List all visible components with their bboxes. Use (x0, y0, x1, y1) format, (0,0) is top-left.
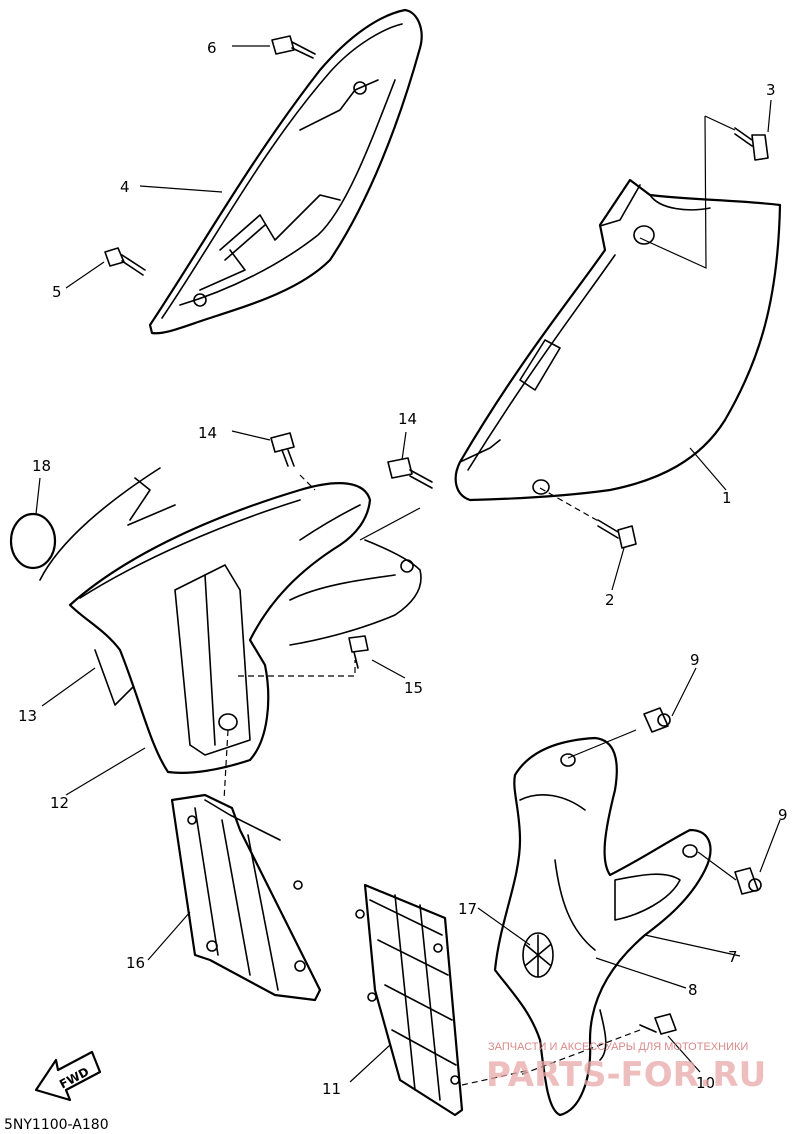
bolt-6 (271, 35, 316, 59)
callout-5: 5 (52, 283, 62, 301)
part-1-side-cover (454, 178, 782, 502)
callout-18: 18 (32, 457, 51, 475)
leader-lines (35, 45, 781, 1086)
part-18-emblem (9, 512, 57, 570)
bolt-14-left (270, 432, 295, 467)
bolt-3 (734, 127, 769, 161)
callout-10: 10 (696, 1074, 715, 1092)
part-13-graphic (39, 467, 176, 706)
part-7-radiator-shroud (493, 736, 712, 1117)
callout-9-top: 9 (690, 651, 700, 669)
callout-9-right: 9 (778, 806, 788, 824)
bolt-2 (597, 519, 637, 549)
watermark-site: PARTS-FOR.RU (486, 1055, 766, 1095)
callout-labels: 1 2 3 4 5 6 7 8 9 9 10 11 12 13 14 14 15… (18, 39, 788, 1098)
callout-17: 17 (458, 900, 477, 918)
callout-4: 4 (120, 178, 130, 196)
callout-8: 8 (688, 981, 698, 999)
callout-2: 2 (605, 591, 615, 609)
bolt-15 (348, 635, 369, 669)
callout-13: 13 (18, 707, 37, 725)
callout-3: 3 (766, 81, 776, 99)
callout-11: 11 (322, 1080, 341, 1098)
bolt-14-right (387, 457, 433, 489)
bolt-10 (639, 1013, 677, 1035)
part-4-side-cover (148, 8, 423, 335)
callout-1: 1 (722, 489, 732, 507)
fwd-arrow: FWD (34, 1050, 102, 1102)
callout-15: 15 (404, 679, 423, 697)
diagram-code: 5NY1100-A180 (4, 1117, 109, 1133)
callout-14-right: 14 (398, 410, 417, 428)
bolt-5 (104, 247, 146, 276)
part-12-radiator-shroud (68, 482, 422, 774)
callout-12: 12 (50, 794, 69, 812)
bolt-9-top (643, 707, 671, 733)
callout-14-left: 14 (198, 424, 217, 442)
callout-7: 7 (728, 948, 738, 966)
callout-6: 6 (207, 39, 217, 57)
watermark: ЗАПЧАСТИ И АКСЕССУАРЫ ДЛЯ МОТОТЕХНИКИ PA… (486, 1041, 766, 1095)
part-16-radiator-guard (170, 793, 322, 1002)
part-17-emblem (522, 932, 554, 978)
callout-16: 16 (126, 954, 145, 972)
watermark-tagline: ЗАПЧАСТИ И АКСЕССУАРЫ ДЛЯ МОТОТЕХНИКИ (488, 1041, 748, 1053)
part-11-radiator-louvre (355, 883, 464, 1117)
bolt-9-right (734, 867, 762, 895)
